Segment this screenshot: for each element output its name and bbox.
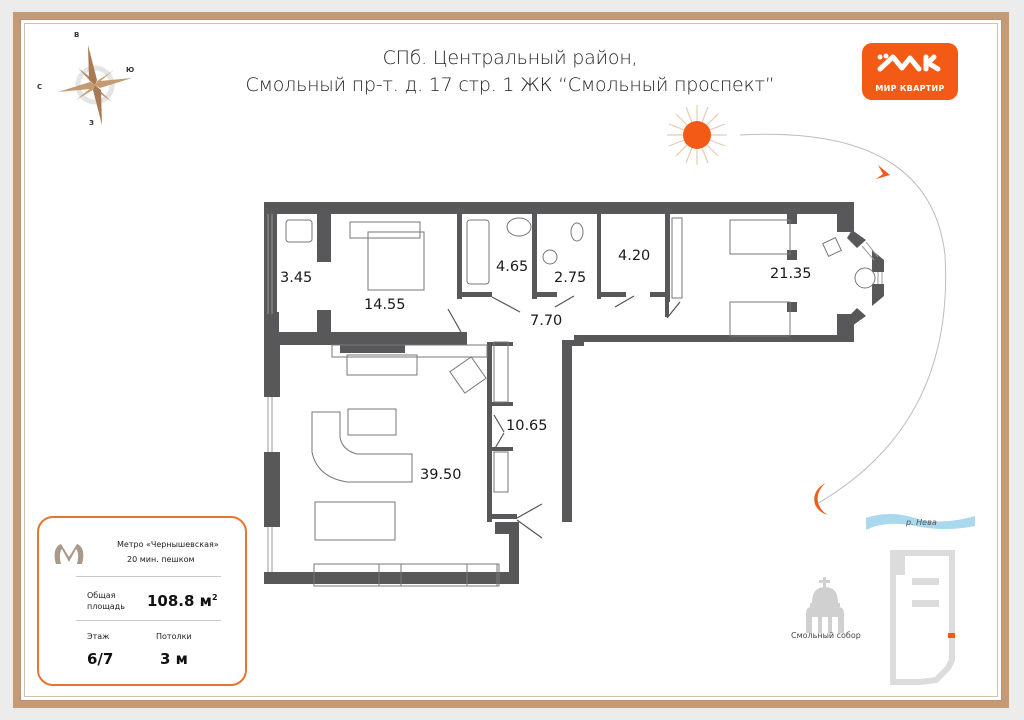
compass-icon [58, 45, 132, 125]
compass-west-label: С [37, 83, 43, 91]
title-line-2: Смольный пр-т. д. 17 стр. 1 ЖК “Смольный… [245, 74, 775, 96]
landmark-label: Смольный собор [791, 631, 861, 640]
room-area-toilet: 2.75 [554, 270, 587, 286]
room-area-storage: 4.20 [618, 248, 651, 264]
area-value: 108.8 м2 [147, 592, 218, 610]
room-area-living-kitchen: 39.50 [420, 467, 462, 483]
metro-icon [54, 544, 84, 564]
river-label: р. Нева [906, 518, 937, 527]
room-area-bedroom-1: 14.55 [364, 297, 406, 313]
metro-walk-time: 20 мин. пешком [127, 555, 195, 564]
divider [76, 576, 221, 577]
floor-plan [264, 202, 884, 587]
room-area-bedroom-2: 21.35 [770, 266, 812, 282]
brand-logo: МИР КВАРТИР [862, 43, 958, 100]
ceiling-label: Потолки [156, 632, 192, 641]
floor-label: Этаж [87, 632, 110, 641]
room-area-corridor: 7.70 [530, 313, 563, 329]
river-icon [866, 514, 975, 530]
walls [264, 202, 884, 584]
area-label: Общая площадь [87, 591, 125, 611]
compass-south-label: З [89, 119, 94, 127]
metro-station: Метро «Чернышевская» [117, 540, 219, 549]
arrow-icon [876, 165, 890, 179]
compass-rose [50, 40, 140, 130]
doors [447, 295, 681, 539]
building-site-map [890, 550, 955, 685]
furniture [285, 217, 876, 587]
room-area-bathroom: 4.65 [496, 259, 529, 275]
logo-mark-icon [877, 53, 941, 72]
room-area-balcony: 3.45 [280, 270, 313, 286]
room-area-hall: 10.65 [506, 418, 548, 434]
ceiling-value: 3 м [160, 650, 188, 668]
building-marker [948, 633, 955, 638]
floor-value: 6/7 [87, 650, 114, 668]
page-title: СПб. Центральный район, Смольный пр-т. д… [230, 45, 790, 99]
compass-east-label: Ю [126, 66, 135, 74]
moon-icon [814, 483, 828, 515]
logo-text: МИР КВАРТИР [875, 84, 945, 93]
apartment-info-card: Метро «Чернышевская» 20 мин. пешком Обща… [37, 516, 247, 686]
sun-path-diagram [667, 105, 947, 515]
compass-north-label: В [74, 31, 80, 39]
cathedral-icon [806, 577, 844, 633]
divider [76, 620, 221, 621]
sun-icon [667, 105, 727, 165]
windows [267, 214, 883, 572]
title-line-1: СПб. Центральный район, [382, 47, 638, 69]
